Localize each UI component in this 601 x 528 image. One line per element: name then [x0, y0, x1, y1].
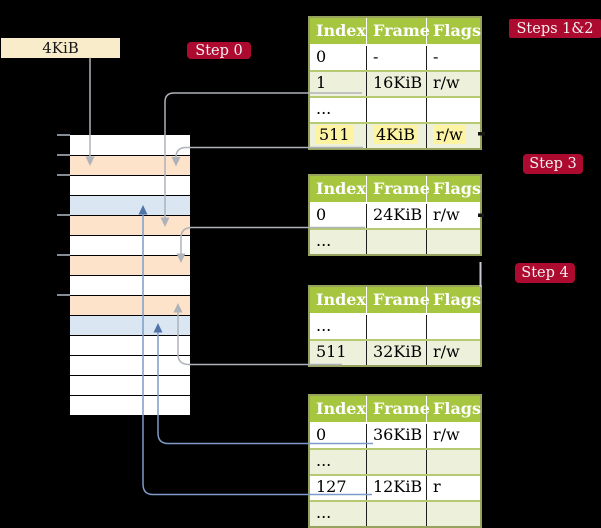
- table-cell: 32KiB: [367, 341, 427, 365]
- table-cell: -: [427, 46, 480, 70]
- table-cell: ...: [310, 450, 367, 474]
- table-cell: [427, 315, 480, 339]
- table-cell: [427, 230, 480, 254]
- header-cell-index: Index: [310, 396, 367, 422]
- page-table-1: Index Frame Flags 0 - - 1 16KiB r/w ... …: [308, 16, 482, 150]
- memory-row: [70, 175, 190, 195]
- table-cell: 36KiB: [367, 424, 427, 448]
- table-cell: 511: [310, 341, 367, 365]
- table-row: 1 16KiB r/w: [310, 70, 480, 96]
- header-cell-flags: Flags: [433, 21, 481, 40]
- table-header-row: Index Frame Flags: [310, 176, 481, 202]
- page-table-2: Index Frame Flags 0 24KiB r/w ...: [308, 174, 482, 256]
- page-table-4: Index Frame Flags 0 36KiB r/w ... 127 12…: [308, 394, 482, 528]
- memory-row: [70, 395, 190, 415]
- table-cell: 4KiB: [367, 124, 427, 148]
- header-cell-frame: Frame: [367, 287, 430, 313]
- table-cell: 1: [310, 72, 367, 96]
- memory-row: [70, 335, 190, 355]
- header-cell-frame: Frame: [367, 176, 430, 202]
- step-label-0: Step 0: [187, 42, 251, 59]
- table-cell: [427, 502, 480, 526]
- table-cell: 12KiB: [367, 476, 427, 500]
- table-cell: r/w: [427, 124, 480, 148]
- table-row: 0 24KiB r/w: [310, 202, 480, 228]
- table-header-row: Index Frame Flags: [310, 287, 481, 313]
- table-row: 0 - -: [310, 44, 480, 70]
- table-row-highlighted: 511 4KiB r/w: [310, 122, 480, 148]
- step-label-1-2: Steps 1&2: [509, 19, 601, 38]
- memory-address-tick: [57, 294, 70, 296]
- table-cell: 127: [310, 476, 367, 500]
- header-cell-index: Index: [310, 287, 367, 313]
- memory-row: [70, 375, 190, 395]
- table-cell: ...: [310, 502, 367, 526]
- table-cell: r/w: [427, 424, 480, 448]
- table-row: ...: [310, 500, 480, 526]
- page-table-3: Index Frame Flags ... 511 32KiB r/w: [308, 285, 482, 367]
- table-header-row: Index Frame Flags: [310, 18, 481, 44]
- table-cell: 16KiB: [367, 72, 427, 96]
- memory-address-tick: [57, 154, 70, 156]
- memory-address-tick: [57, 134, 70, 136]
- memory-row: [70, 235, 190, 255]
- memory-row: [70, 295, 190, 315]
- header-cell-flags: Flags: [433, 179, 481, 198]
- memory-address-tick: [57, 174, 70, 176]
- header-cell-index: Index: [310, 176, 367, 202]
- table-cell: 0: [310, 204, 367, 228]
- table-row: 511 32KiB r/w: [310, 339, 480, 365]
- memory-address-tick: [57, 214, 70, 216]
- memory-row: [70, 355, 190, 375]
- table-cell: ...: [310, 230, 367, 254]
- table-cell: 511: [310, 124, 367, 148]
- memory-row: [70, 215, 190, 235]
- memory-row: [70, 195, 190, 215]
- table-cell: r/w: [427, 72, 480, 96]
- table-row: ...: [310, 313, 480, 339]
- table-cell: [367, 315, 427, 339]
- table-cell: 0: [310, 46, 367, 70]
- table-row: ...: [310, 448, 480, 474]
- table-row: ...: [310, 228, 480, 254]
- table-cell: -: [367, 46, 427, 70]
- table-cell: r/w: [427, 341, 480, 365]
- table-cell: [367, 98, 427, 122]
- header-cell-frame: Frame: [367, 18, 430, 44]
- physical-memory-column: [70, 135, 190, 415]
- memory-row: [70, 155, 190, 175]
- memory-row: [70, 135, 190, 155]
- memory-row: [70, 315, 190, 335]
- table-cell: r: [427, 476, 480, 500]
- memory-row: [70, 275, 190, 295]
- table-cell: ...: [310, 98, 367, 122]
- table-header-row: Index Frame Flags: [310, 396, 481, 422]
- table-cell: [427, 450, 480, 474]
- frame-size-box: 4KiB: [1, 38, 120, 58]
- step-label-3: Step 3: [523, 154, 583, 174]
- table-row: 0 36KiB r/w: [310, 422, 480, 448]
- table-row: 127 12KiB r: [310, 474, 480, 500]
- table-cell: [367, 502, 427, 526]
- table-cell: r/w: [427, 204, 480, 228]
- frame-size-label: 4KiB: [42, 39, 79, 57]
- header-cell-index: Index: [310, 18, 367, 44]
- table-cell: [367, 450, 427, 474]
- table-cell: 0: [310, 424, 367, 448]
- header-cell-flags: Flags: [433, 290, 481, 309]
- header-cell-flags: Flags: [433, 399, 481, 418]
- memory-address-tick: [57, 254, 70, 256]
- header-cell-frame: Frame: [367, 396, 430, 422]
- table-cell: [367, 230, 427, 254]
- memory-row: [70, 255, 190, 275]
- table-row: ...: [310, 96, 480, 122]
- table-cell: ...: [310, 315, 367, 339]
- step-label-4: Step 4: [515, 263, 575, 283]
- table-cell: 24KiB: [367, 204, 427, 228]
- table-cell: [427, 98, 480, 122]
